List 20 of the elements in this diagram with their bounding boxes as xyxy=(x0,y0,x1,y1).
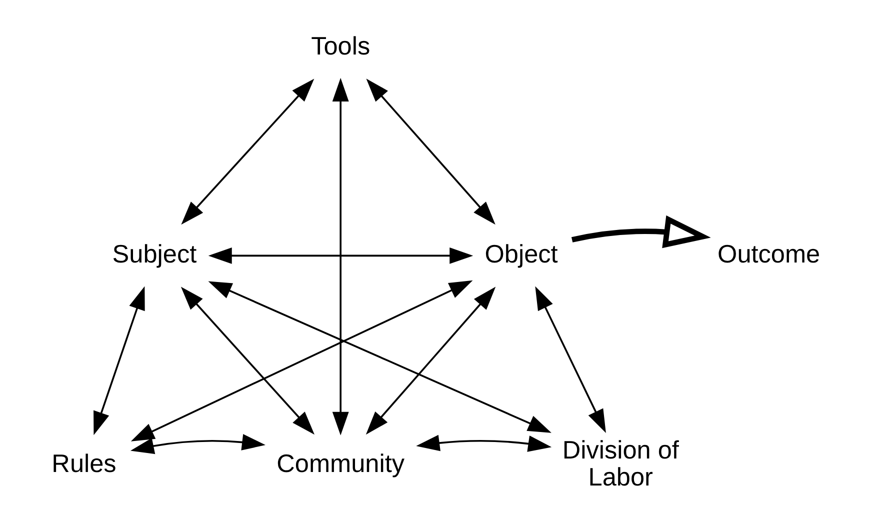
node-text: Community xyxy=(276,450,405,478)
arrow xyxy=(130,434,266,454)
arrow xyxy=(130,280,473,442)
arrow xyxy=(535,286,606,433)
node-text: Outcome xyxy=(718,240,820,268)
arrow xyxy=(366,286,496,435)
node-text: Division of Labor xyxy=(562,436,679,492)
arrow xyxy=(332,78,349,436)
arrow xyxy=(181,78,314,225)
node-text: Subject xyxy=(112,240,197,268)
node-text: Rules xyxy=(52,450,116,478)
node-text: Object xyxy=(484,240,558,268)
arrow xyxy=(208,247,474,264)
arrow xyxy=(208,281,552,433)
arrow xyxy=(94,286,145,436)
arrow xyxy=(571,215,711,248)
arrow xyxy=(366,78,496,225)
node-text: Tools xyxy=(311,32,370,61)
arrow xyxy=(180,286,314,435)
arrow xyxy=(416,434,552,452)
